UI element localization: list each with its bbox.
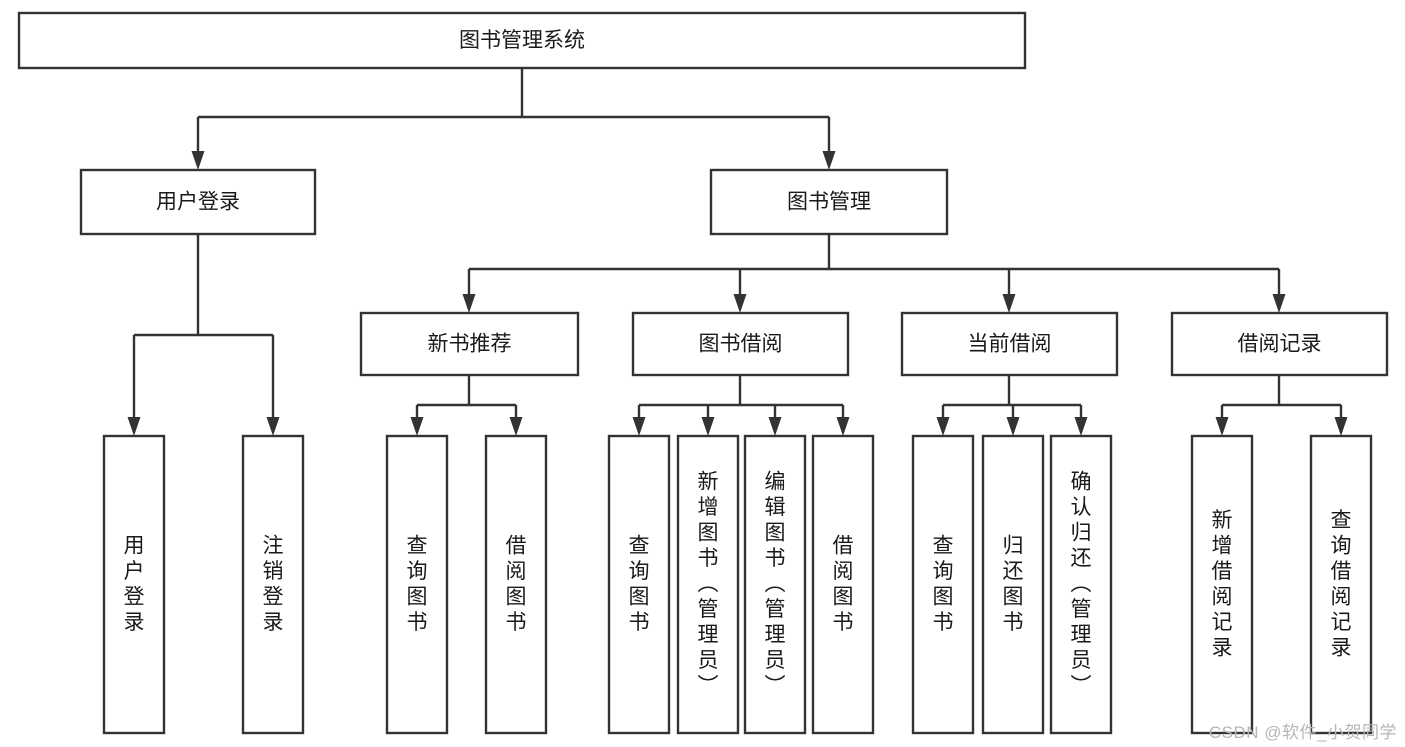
arrow-head-icon xyxy=(632,417,646,436)
node-root[interactable]: 图书管理系统 xyxy=(17,11,1027,70)
node-label: 借阅记录 xyxy=(1238,333,1322,356)
node-leaf-user-logout[interactable]: 注销登录 xyxy=(241,434,305,735)
node-book-borrow[interactable]: 图书借阅 xyxy=(631,311,850,377)
node-label: 用户登录 xyxy=(124,534,145,634)
node-box[interactable] xyxy=(981,434,1045,735)
arrow-head-icon xyxy=(266,417,280,436)
node-leaf-query-book-borrow[interactable]: 查询图书 xyxy=(607,434,671,735)
node-label: 查询图书 xyxy=(933,534,954,634)
arrow-head-icon xyxy=(1272,294,1286,313)
node-box[interactable] xyxy=(1170,311,1389,377)
node-borrow-record[interactable]: 借阅记录 xyxy=(1170,311,1389,377)
node-box[interactable] xyxy=(900,311,1119,377)
arrow-head-icon xyxy=(768,417,782,436)
node-label: 新增借阅记录 xyxy=(1212,509,1233,660)
node-leaf-edit-book-admin[interactable]: 编辑图书︵管理员︶ xyxy=(743,434,807,735)
node-label: 编辑图书︵管理员︶ xyxy=(765,471,786,698)
node-box[interactable] xyxy=(1049,434,1113,735)
arrow-head-icon xyxy=(1334,417,1348,436)
node-box[interactable] xyxy=(631,311,850,377)
node-box[interactable] xyxy=(1190,434,1254,735)
arrow-head-icon xyxy=(1074,417,1088,436)
connector-bus-book-borrow xyxy=(632,375,850,436)
node-box[interactable] xyxy=(911,434,975,735)
node-user-login[interactable]: 用户登录 xyxy=(79,168,317,236)
arrow-head-icon xyxy=(822,151,836,170)
node-box[interactable] xyxy=(17,11,1027,70)
node-leaf-borrow-book-rec[interactable]: 借阅图书 xyxy=(484,434,548,735)
node-leaf-query-book-rec[interactable]: 查询图书 xyxy=(385,434,449,735)
node-label: 图书借阅 xyxy=(699,333,783,356)
node-label: 查询图书 xyxy=(407,534,428,634)
node-book-manage[interactable]: 图书管理 xyxy=(709,168,949,236)
arrow-head-icon xyxy=(1006,417,1020,436)
node-label: 借阅图书 xyxy=(506,534,527,634)
connector-bus-book-manage xyxy=(462,234,1286,313)
node-box[interactable] xyxy=(241,434,305,735)
node-leaf-borrow-book[interactable]: 借阅图书 xyxy=(811,434,875,735)
connector-layer xyxy=(127,68,1348,436)
arrow-head-icon xyxy=(410,417,424,436)
node-box[interactable] xyxy=(811,434,875,735)
node-box[interactable] xyxy=(102,434,166,735)
arrow-head-icon xyxy=(733,294,747,313)
arrow-head-icon xyxy=(936,417,950,436)
node-leaf-return-book[interactable]: 归还图书 xyxy=(981,434,1045,735)
node-label: 注销登录 xyxy=(263,534,284,634)
node-box[interactable] xyxy=(1309,434,1373,735)
connector-bus-current-borrow xyxy=(936,375,1088,436)
node-label: 新书推荐 xyxy=(428,333,512,356)
node-label: 查询借阅记录 xyxy=(1331,509,1352,660)
connector-bus-borrow-record xyxy=(1215,375,1348,436)
node-label: 归还图书 xyxy=(1003,534,1024,634)
node-box[interactable] xyxy=(385,434,449,735)
node-leaf-query-book-current[interactable]: 查询图书 xyxy=(911,434,975,735)
connector-bus-new-book xyxy=(410,375,523,436)
arrow-head-icon xyxy=(701,417,715,436)
node-leaf-add-book-admin[interactable]: 新增图书︵管理员︶ xyxy=(676,434,740,735)
arrow-head-icon xyxy=(509,417,523,436)
node-label: 当前借阅 xyxy=(968,333,1052,356)
arrow-head-icon xyxy=(191,151,205,170)
node-label: 借阅图书 xyxy=(833,534,854,634)
node-leaf-user-login[interactable]: 用户登录 xyxy=(102,434,166,735)
connector-bus-user-login xyxy=(127,234,280,436)
node-box[interactable] xyxy=(709,168,949,236)
arrow-head-icon xyxy=(462,294,476,313)
node-leaf-query-borrow-record[interactable]: 查询借阅记录 xyxy=(1309,434,1373,735)
node-label: 用户登录 xyxy=(156,191,240,214)
node-leaf-confirm-return-admin[interactable]: 确认归还︵管理员︶ xyxy=(1049,434,1113,735)
node-label: 图书管理 xyxy=(787,191,871,214)
node-box[interactable] xyxy=(676,434,740,735)
node-label: 图书管理系统 xyxy=(459,29,585,52)
arrow-head-icon xyxy=(1215,417,1229,436)
arrow-head-icon xyxy=(836,417,850,436)
node-layer: 图书管理系统用户登录图书管理新书推荐图书借阅当前借阅借阅记录用户登录注销登录查询… xyxy=(17,11,1389,735)
node-label: 查询图书 xyxy=(629,534,650,634)
node-box[interactable] xyxy=(359,311,580,377)
node-leaf-add-borrow-record[interactable]: 新增借阅记录 xyxy=(1190,434,1254,735)
node-current-borrow[interactable]: 当前借阅 xyxy=(900,311,1119,377)
node-label: 确认归还︵管理员︶ xyxy=(1071,471,1092,698)
node-box[interactable] xyxy=(743,434,807,735)
connector-bus-root xyxy=(191,68,836,170)
node-box[interactable] xyxy=(484,434,548,735)
arrow-head-icon xyxy=(1002,294,1016,313)
node-box[interactable] xyxy=(607,434,671,735)
node-box[interactable] xyxy=(79,168,317,236)
arrow-head-icon xyxy=(127,417,141,436)
node-new-book-recommend[interactable]: 新书推荐 xyxy=(359,311,580,377)
node-label: 新增图书︵管理员︶ xyxy=(698,471,719,698)
